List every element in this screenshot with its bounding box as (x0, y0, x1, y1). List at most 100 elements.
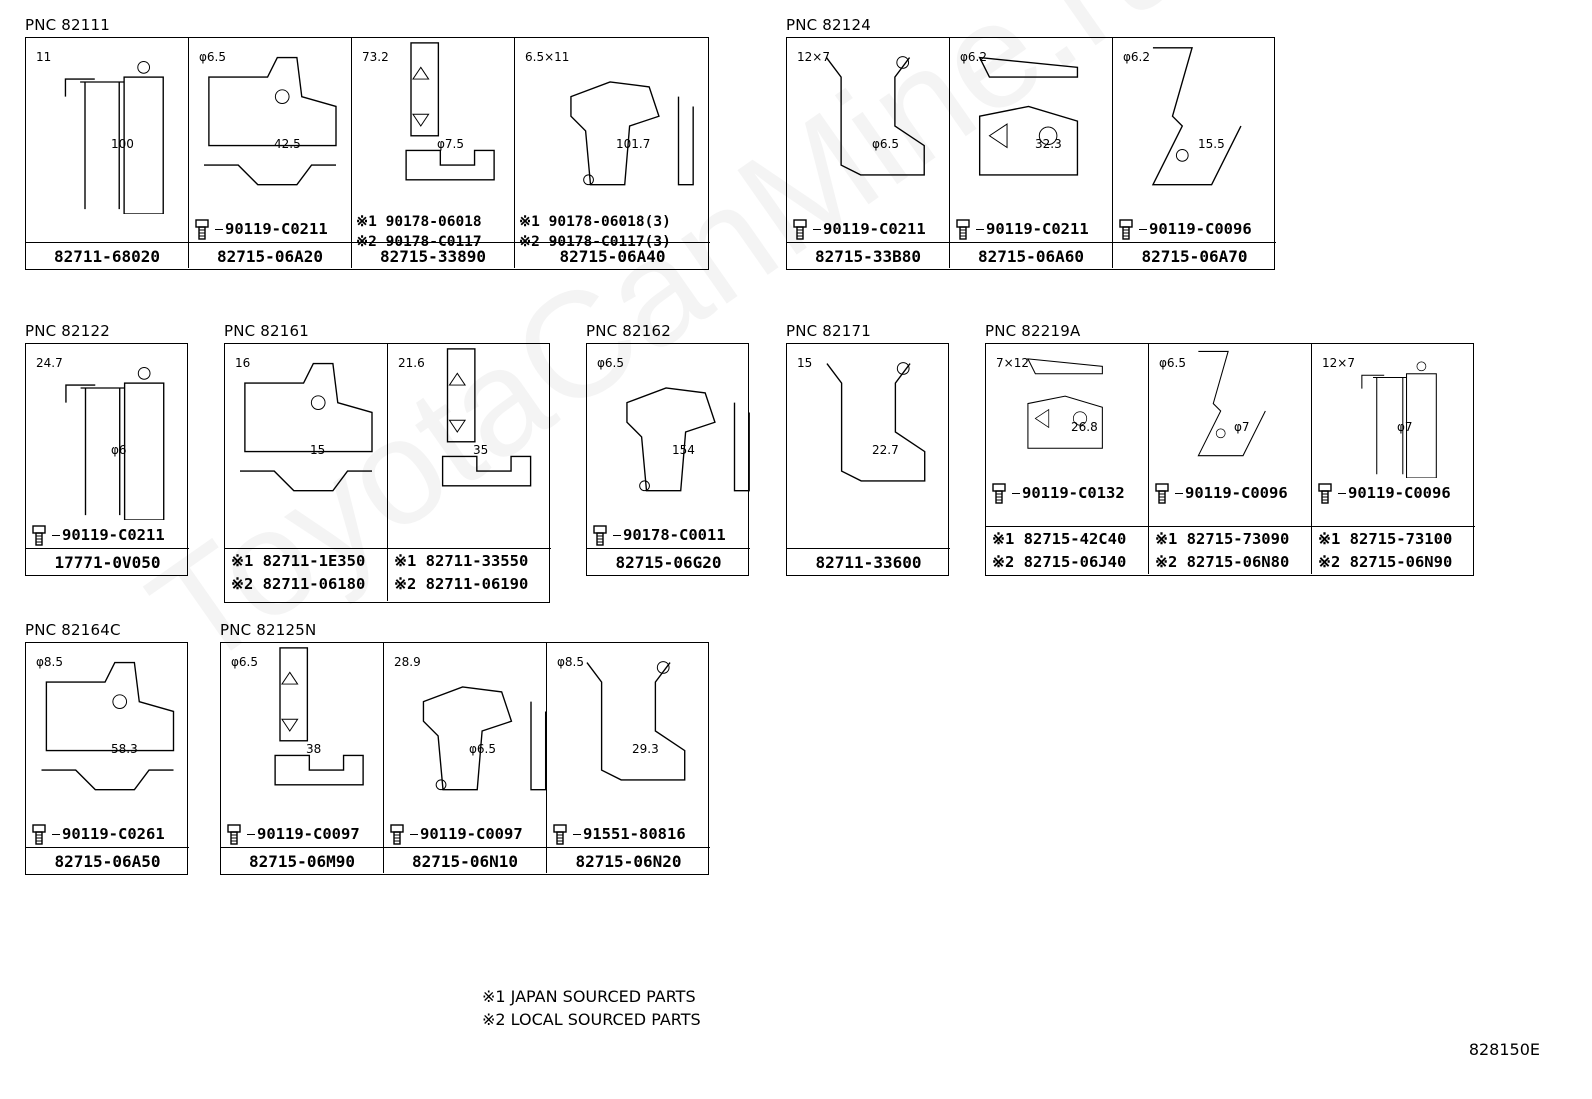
bolt-icon (793, 219, 807, 240)
part-number-divider (1312, 526, 1475, 527)
dimension-label: φ6.2 (1123, 50, 1150, 64)
dimension-label: 22.7 (872, 443, 899, 457)
part-number-line: ※2 82715-06N90 (1318, 553, 1453, 571)
bolt-icon (195, 219, 209, 240)
part-cell: 15 22.7 82711-33600 (787, 344, 950, 574)
pnc-label: PNC 82164C (25, 621, 121, 639)
dimension-label: 15.5 (1198, 137, 1225, 151)
part-number-divider (388, 548, 551, 549)
dimension-label: φ6.2 (960, 50, 987, 64)
bolt-icon (553, 824, 567, 845)
part-number: 82715-33890 (352, 247, 514, 266)
part-number-line: 82711-33600 (815, 553, 922, 572)
dimension-label: φ6.5 (469, 742, 496, 756)
fastener-part-number: 90119-C0211 (62, 526, 165, 544)
part-number-line: 82715-06M90 (249, 852, 355, 871)
part-drawing (1149, 344, 1311, 478)
part-number: ※1 82715-42C40※2 82715-06J40 (986, 528, 1148, 574)
part-number: ※1 82711-1E350※2 82711-06180 (225, 550, 387, 596)
fastener-callout: 90119-C0211 (193, 218, 349, 240)
part-number: ※1 82715-73100 ※2 82715-06N90 (1312, 528, 1475, 574)
dimension-label: 35 (473, 443, 489, 457)
part-number-line: 17771-0V050 (54, 553, 161, 572)
fastener-part-number: 91551-80816 (583, 825, 686, 843)
fastener-part-number: 90119-C0097 (420, 825, 523, 843)
part-number: 82715-06A40 (515, 247, 710, 266)
part-number-divider (950, 242, 1112, 243)
part-number-divider (986, 526, 1148, 527)
dimension-label: φ6.5 (1159, 356, 1186, 370)
dimension-label: 42.5 (274, 137, 301, 151)
part-number-divider (26, 847, 189, 848)
fastener-part-number: ※1 90178-06018(3) (519, 214, 671, 230)
dimension-label: 15 (310, 443, 326, 457)
part-number-line: 82711-68020 (54, 247, 160, 266)
part-number-divider (26, 242, 188, 243)
fastener-callout: ※1 90178-06018(3)※2 90178-C0117(3) (519, 212, 708, 252)
fastener-callout: 91551-80816 (551, 823, 708, 845)
fastener-callout: 90119-C0211 (30, 524, 187, 546)
fastener-part-number: 90119-C0096 (1149, 220, 1252, 238)
fastener-part-number: 90119-C0096 (1185, 484, 1288, 502)
footnote-japan: ※1 JAPAN SOURCED PARTS (482, 987, 696, 1006)
dimension-label: 15 (797, 356, 813, 370)
part-number-line: ※1 82715-42C40 (992, 530, 1127, 548)
part-drawing (26, 38, 188, 214)
bolt-icon (593, 525, 607, 546)
fastener-callout: 90119-C0261 (30, 823, 187, 845)
bolt-icon (1318, 483, 1332, 504)
part-drawing (950, 38, 1112, 214)
pnc-label: PNC 82161 (224, 322, 310, 340)
part-drawing (221, 643, 383, 819)
part-number: 82715-06N20 (547, 852, 710, 871)
part-number-divider (352, 242, 514, 243)
part-number-divider (26, 548, 189, 549)
fastener-part-number: 90119-C0096 (1348, 484, 1451, 502)
dimension-label: φ7 (1397, 420, 1413, 434)
part-number-line: ※1 82715-73100 (1318, 530, 1453, 548)
part-drawing (1312, 344, 1475, 478)
part-number-divider (587, 548, 750, 549)
part-number: ※1 82711-33550※2 82711-06190 (388, 550, 551, 596)
pnc-label: PNC 82124 (786, 16, 872, 34)
part-number: 82715-06M90 (221, 852, 383, 871)
dimension-label: 28.9 (394, 655, 421, 669)
part-drawing (26, 344, 189, 520)
dimension-label: 38 (306, 742, 322, 756)
part-drawing (26, 643, 189, 819)
part-drawing (587, 344, 750, 520)
dimension-label: 16 (235, 356, 251, 370)
part-drawing (388, 344, 551, 520)
part-number-line: 82715-33890 (380, 247, 486, 266)
part-number-line: ※2 82711-06180 (231, 575, 366, 593)
part-number: 82715-06A60 (950, 247, 1112, 266)
part-number-line: 82715-06N20 (575, 852, 682, 871)
part-number-line: ※1 82715-73090 (1155, 530, 1290, 548)
pnc-label: PNC 82125N (220, 621, 317, 639)
bolt-icon (1155, 483, 1169, 504)
part-number-line: 82715-06A60 (978, 247, 1084, 266)
fastener-part-number: ※1 90178-06018 (356, 214, 482, 230)
part-number-line: 82715-06A20 (217, 247, 323, 266)
part-drawing (189, 38, 351, 214)
dimension-label: φ6.5 (231, 655, 258, 669)
part-number-divider (225, 548, 387, 549)
dimension-label: φ6.5 (597, 356, 624, 370)
